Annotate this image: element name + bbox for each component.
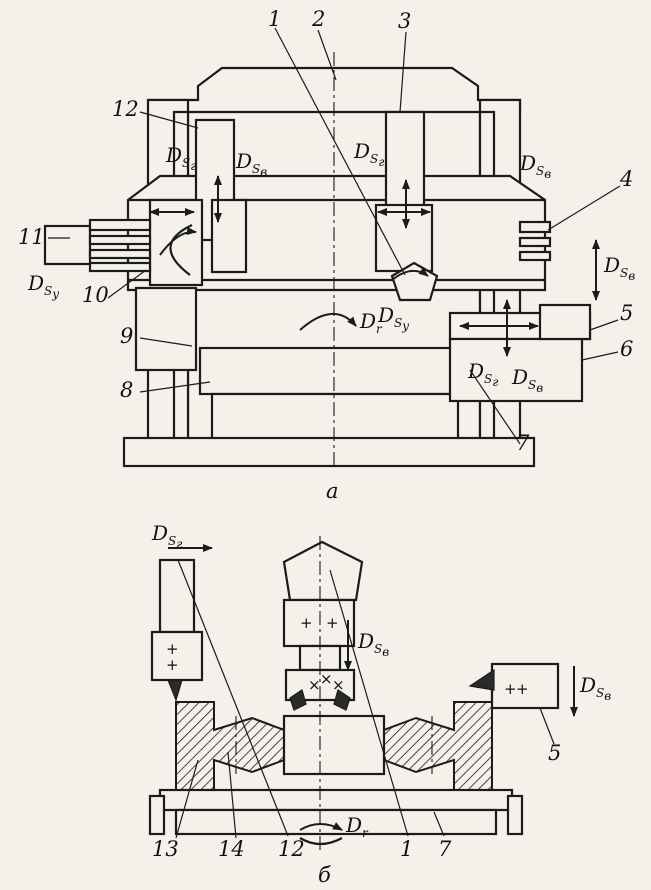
num-8-a: 8 xyxy=(120,378,133,402)
num-1-a: 1 xyxy=(268,7,281,31)
leaders-a xyxy=(48,27,621,445)
num-7-a: 7 xyxy=(516,431,530,455)
svg-text:13: 13 xyxy=(152,837,179,861)
center-hub xyxy=(282,714,386,776)
workpiece-right xyxy=(383,701,493,791)
num-11-a: 11 xyxy=(18,225,45,249)
svg-text:+: + xyxy=(516,680,529,698)
svg-text:×: × xyxy=(320,670,333,688)
svg-text:DSу: DSу xyxy=(27,271,59,301)
svg-text:DSв: DSв xyxy=(511,365,543,395)
num-3-a: 3 xyxy=(398,9,411,33)
rotation-arrow-b xyxy=(299,822,343,831)
table-b-base xyxy=(174,808,498,836)
left-ram-b xyxy=(158,558,196,634)
svg-text:+: + xyxy=(504,680,517,698)
left-side-head xyxy=(43,224,92,266)
svg-text:DSв: DSв xyxy=(519,151,551,181)
figure-b-setup: + + × × × + + + + xyxy=(148,536,578,852)
svg-text:DSв: DSв xyxy=(357,629,389,659)
svg-text:DSг: DSг xyxy=(165,143,196,173)
pentagon-tool-head xyxy=(282,540,364,602)
svg-text:+: + xyxy=(326,614,339,632)
num-9-a: 9 xyxy=(120,324,133,348)
right-ram-slide xyxy=(374,203,434,273)
svg-text:DSу: DSу xyxy=(377,303,409,333)
svg-text:DSг: DSг xyxy=(467,359,498,389)
svg-text:DSг: DSг xyxy=(151,521,182,551)
svg-text:14: 14 xyxy=(218,837,245,861)
figure-a-machine xyxy=(43,52,592,470)
num-5-a: 5 xyxy=(620,301,633,325)
num-6-a: 6 xyxy=(620,337,633,361)
svg-text:+: + xyxy=(166,656,179,674)
num-2-a: 2 xyxy=(311,7,325,31)
bed xyxy=(122,436,536,468)
motion-arrows-a xyxy=(149,175,600,357)
svg-text:DSв: DSв xyxy=(579,673,611,703)
column-9 xyxy=(134,286,198,372)
tool-holder-upper xyxy=(282,598,356,648)
svg-text:+: + xyxy=(166,640,179,658)
num-12-a: 12 xyxy=(112,97,139,121)
svg-text:12: 12 xyxy=(278,837,305,861)
svg-text:+: + xyxy=(300,614,313,632)
table-b xyxy=(158,788,514,812)
svg-text:Dr: Dr xyxy=(345,813,369,840)
svg-text:×: × xyxy=(332,676,345,694)
leaders-b xyxy=(175,559,555,839)
num-10-a: 10 xyxy=(82,283,109,307)
turret-arc xyxy=(169,224,193,276)
svg-text:DSв: DSв xyxy=(603,253,635,283)
svg-text:5: 5 xyxy=(548,741,561,765)
svg-text:×: × xyxy=(308,676,321,694)
labels-b: 13 14 12 1 7 5 б DSг DSв DSв Dr xyxy=(151,521,611,887)
top-crossbeam xyxy=(148,66,522,114)
svg-text:DSв: DSв xyxy=(235,149,267,179)
num-4-a: 4 xyxy=(619,167,633,191)
faceplate-table xyxy=(198,346,472,396)
svg-text:Dr: Dr xyxy=(359,309,383,336)
svg-text:DSг: DSг xyxy=(353,139,384,169)
fig-b-label: б xyxy=(318,863,331,887)
left-tool-block xyxy=(150,630,204,682)
fig-a-label: а xyxy=(326,479,339,503)
labels-a: 1 2 3 4 5 6 7 8 9 10 11 12 а DSг DSв DSг… xyxy=(18,7,635,503)
svg-text:7: 7 xyxy=(438,837,452,861)
rotation-arrow-a xyxy=(299,312,357,331)
svg-text:1: 1 xyxy=(400,837,413,861)
side-head-body xyxy=(448,337,584,403)
